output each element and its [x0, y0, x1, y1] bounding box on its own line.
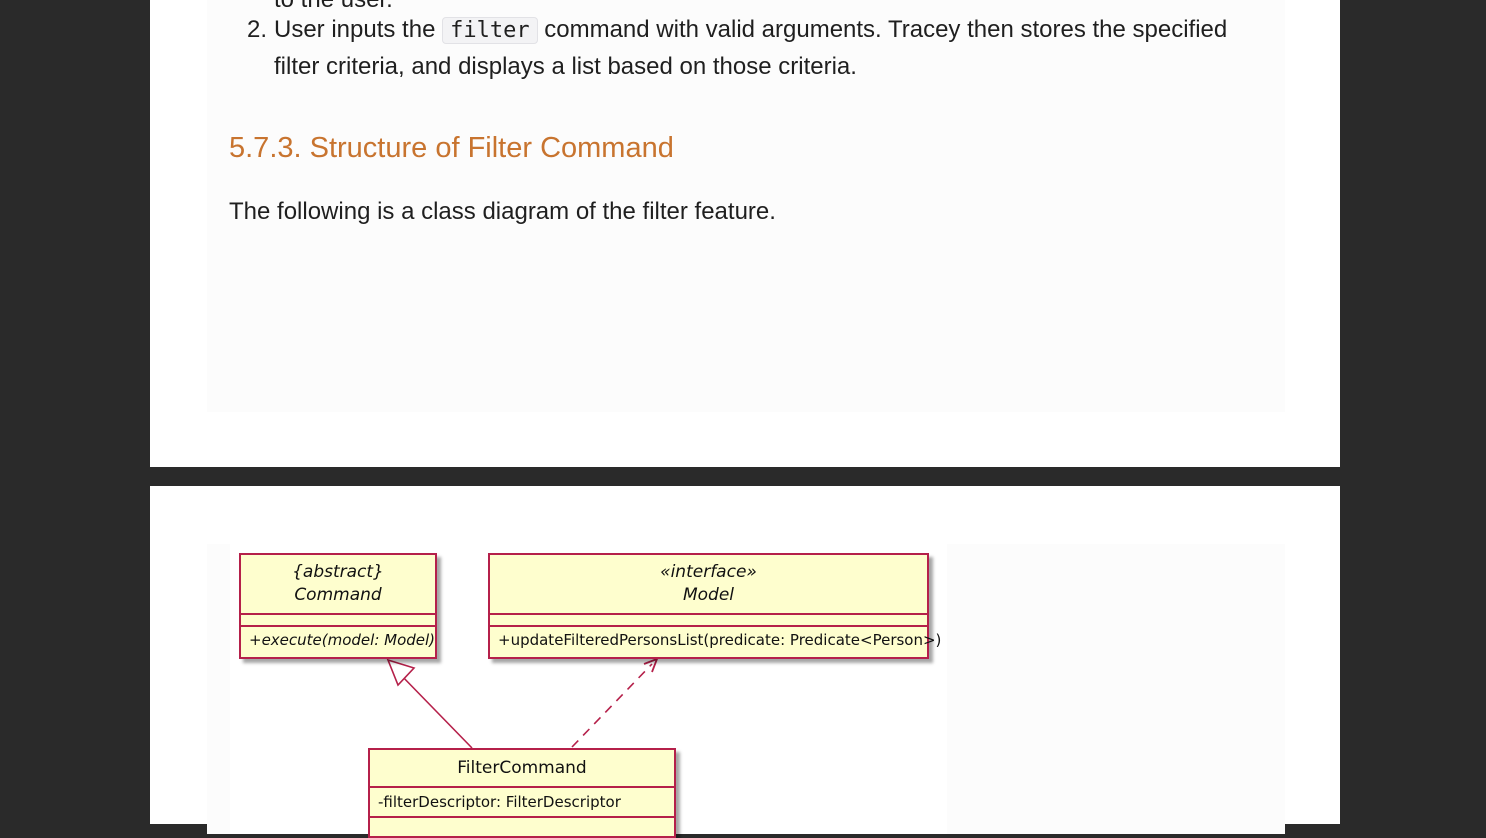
- command-fields-section: [241, 613, 435, 625]
- list-text-before: User inputs the: [274, 16, 436, 43]
- list-text-after: command with valid arguments. Tracey the…: [274, 16, 1228, 80]
- list-item-body: User inputs the filter command with vali…: [274, 12, 1274, 85]
- filter-command-field: -filterDescriptor: FilterDescriptor: [378, 793, 621, 811]
- model-interface-box: «interface» Model +updateFilteredPersons…: [488, 553, 942, 659]
- document-page-2: {abstract} Command +execute(model: Model…: [150, 486, 1340, 838]
- generalization-line: [397, 671, 473, 749]
- content-area: [207, 0, 1285, 412]
- model-interface-name: Model: [682, 585, 735, 605]
- inline-code: filter: [442, 17, 538, 44]
- command-class-box: {abstract} Command +execute(model: Model…: [239, 553, 437, 659]
- command-stereotype: {abstract}: [292, 562, 384, 582]
- command-class-name: Command: [294, 585, 382, 605]
- realization-arrowhead: [643, 657, 659, 673]
- realization-line: [571, 663, 653, 748]
- diagram-arrows: [386, 657, 659, 749]
- model-interface-header: «interface» Model: [490, 555, 927, 613]
- model-stereotype: «interface»: [660, 562, 757, 582]
- filter-command-class-box: FilterCommand -filterDescriptor: FilterD…: [368, 748, 676, 838]
- filter-command-class-name: FilterCommand: [457, 758, 587, 778]
- model-fields-section: [490, 613, 927, 625]
- document-page-1: to the user. 2. User inputs the filter c…: [150, 0, 1340, 467]
- command-class-header: {abstract} Command: [241, 555, 435, 613]
- model-method: +updateFilteredPersonsList(predicate: Pr…: [498, 631, 942, 649]
- filter-command-methods-section: [370, 816, 674, 818]
- model-methods-section: +updateFilteredPersonsList(predicate: Pr…: [490, 625, 942, 653]
- generalization-arrowhead: [386, 658, 416, 687]
- paragraph: The following is a class diagram of the …: [229, 198, 776, 225]
- section-heading: 5.7.3. Structure of Filter Command: [229, 132, 674, 164]
- previous-line-fragment: to the user.: [274, 0, 393, 14]
- filter-command-fields-section: -filterDescriptor: FilterDescriptor: [370, 786, 674, 816]
- list-number: 2.: [247, 16, 268, 43]
- command-methods-section: +execute(model: Model): [241, 625, 435, 653]
- command-method: +execute(model: Model): [249, 631, 436, 649]
